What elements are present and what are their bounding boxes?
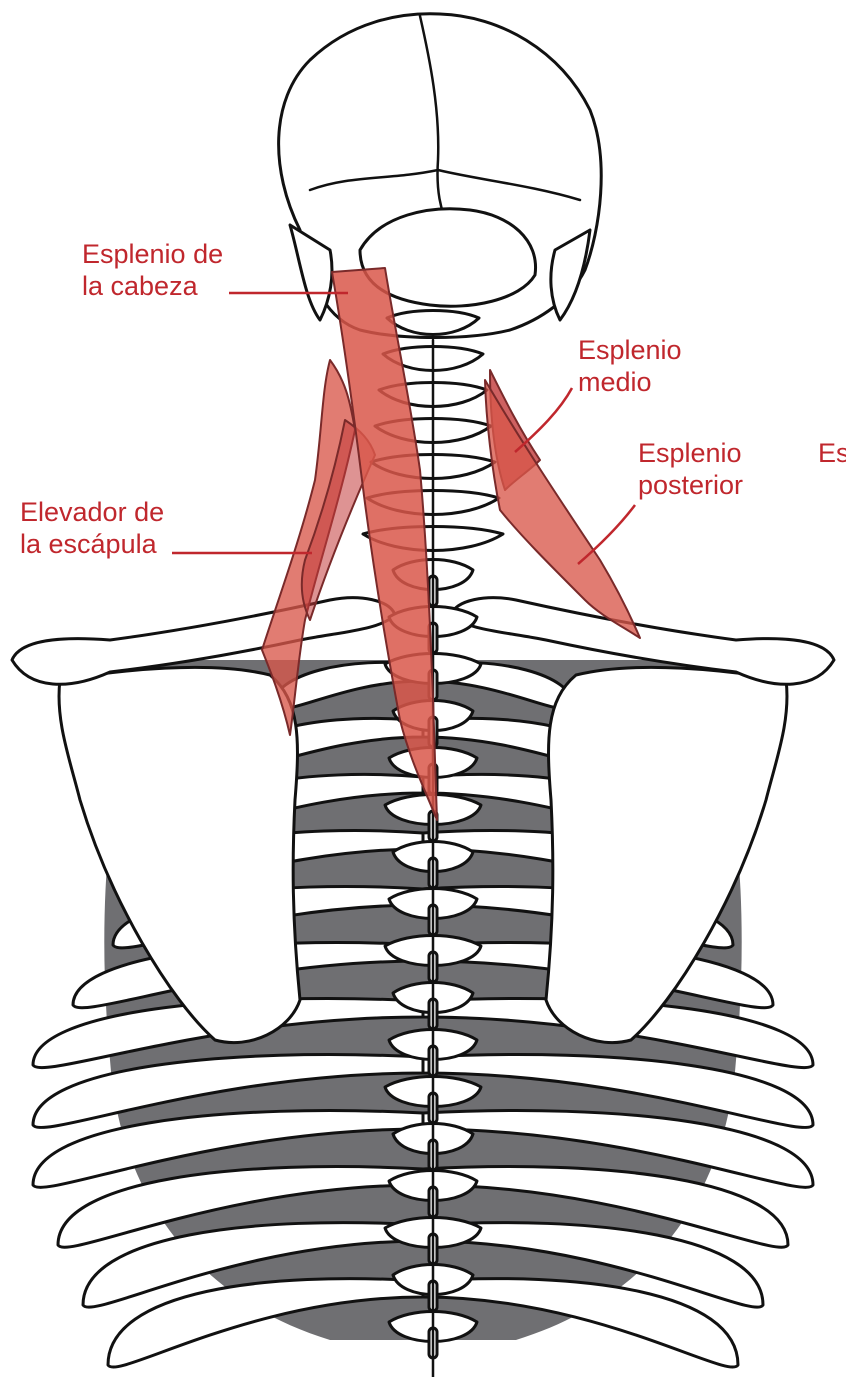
label-esplenio-posterior-line2: posterior	[638, 469, 743, 501]
label-esplenio-posterior-line1: Esplenio	[638, 437, 743, 469]
label-esplenio-medio-line1: Esplenio	[578, 334, 682, 366]
label-esplenio-cabeza: Esplenio de la cabeza	[82, 238, 223, 302]
leader-esplenio-posterior	[578, 505, 635, 564]
label-cut-off: Es	[818, 437, 846, 469]
label-elevador-escapula: Elevador de la escápula	[20, 496, 164, 560]
label-esplenio-cabeza-line2: la cabeza	[82, 270, 223, 302]
label-esplenio-medio: Esplenio medio	[578, 334, 682, 398]
label-elevador-escapula-line2: la escápula	[20, 528, 164, 560]
label-esplenio-posterior: Esplenio posterior	[638, 437, 743, 501]
label-esplenio-medio-line2: medio	[578, 366, 682, 398]
label-cut-off-text: Es	[818, 437, 846, 469]
label-esplenio-cabeza-line1: Esplenio de	[82, 238, 223, 270]
skull	[279, 14, 602, 338]
label-elevador-escapula-line1: Elevador de	[20, 496, 164, 528]
